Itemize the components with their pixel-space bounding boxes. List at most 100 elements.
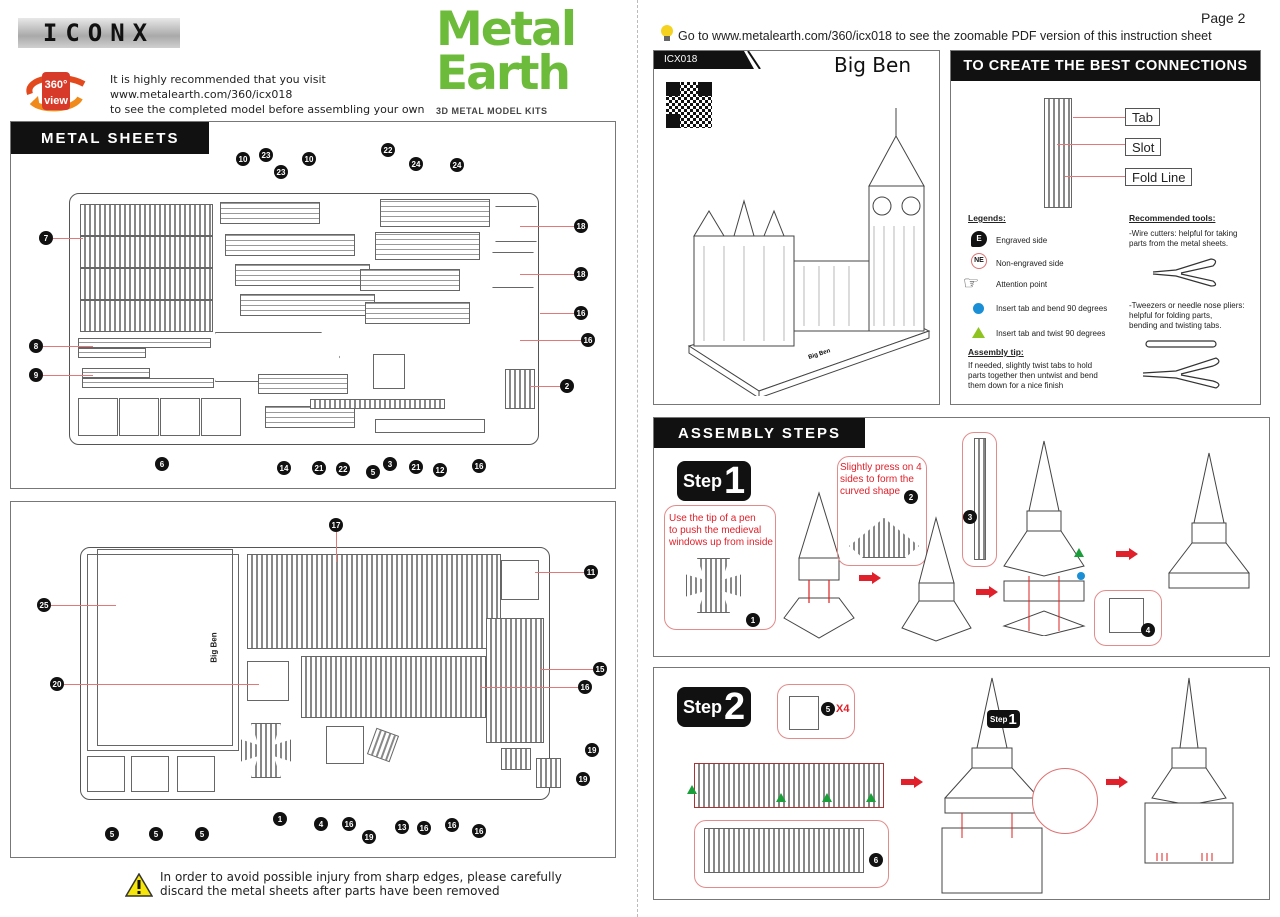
leader-line <box>336 532 337 562</box>
note-line: Use the tip of a pen <box>669 513 756 524</box>
leader-line <box>480 687 578 688</box>
big-ben-model-illustration: Big Ben <box>687 108 931 396</box>
part-20-panel <box>247 661 289 701</box>
assembly-tip-text: If needed, slightly twist tabs to hold p… <box>968 361 1098 391</box>
recommend-url[interactable]: www.metalearth.com/360/icx018 <box>110 88 293 101</box>
leader-line <box>535 572 584 573</box>
callout-22: 22 <box>381 143 395 157</box>
pliers-detail-circle <box>1032 768 1098 834</box>
part-5-frame <box>177 756 215 792</box>
part-24-strip <box>380 199 490 227</box>
callout-9: 9 <box>29 368 43 382</box>
metal-sheets-title: METAL SHEETS <box>11 122 210 154</box>
part-10-strip <box>220 202 320 224</box>
part-10-strip <box>225 234 355 256</box>
non-engraved-side-icon: NE <box>971 253 987 269</box>
tip-line: them down for a nice finish <box>968 381 1064 390</box>
callout-10: 10 <box>302 152 316 166</box>
callout-16: 16 <box>472 824 486 838</box>
leader-line <box>64 684 259 685</box>
model-info-panel: ICX018 Big Ben Big Ben <box>653 50 940 405</box>
green-triangle-icon <box>866 793 876 802</box>
arrow-right-icon <box>1116 548 1138 560</box>
step-1-note-box-1 <box>664 505 776 630</box>
leader-line <box>540 669 593 670</box>
callout-21: 21 <box>312 461 326 475</box>
part-1-cross <box>241 723 291 778</box>
part-6-box <box>694 820 889 888</box>
attention-hand-icon: ☞ <box>963 273 980 293</box>
step-1-note-2: Slightly press on 4 sides to form the cu… <box>840 462 922 498</box>
callout-1: 1 <box>746 613 760 627</box>
step-word: Step <box>683 696 723 717</box>
callout-10: 10 <box>236 152 250 166</box>
recommendation-text: It is highly recommended that you visit … <box>110 72 425 117</box>
metal-earth-logo: Metal Earth 3D METAL MODEL KITS <box>436 6 577 116</box>
part-23-strip <box>235 264 370 286</box>
tools-heading: Recommended tools: <box>1129 213 1216 223</box>
part-7-panel <box>80 300 213 332</box>
callout-5: 5 <box>149 827 163 841</box>
page-divider <box>637 0 638 917</box>
part-25-base <box>87 554 239 751</box>
callout-4: 4 <box>314 817 328 831</box>
tool-line: -Tweezers or needle nose pliers: <box>1129 301 1245 310</box>
part-23-strip <box>240 294 375 316</box>
callout-15: 15 <box>593 662 607 676</box>
note-line: sides to form the <box>840 474 914 485</box>
tool-line: bending and twisting tabs. <box>1129 321 1222 330</box>
warning-line: In order to avoid possible injury from s… <box>160 870 562 884</box>
leader-line <box>1073 117 1125 118</box>
callout-17: 17 <box>329 518 343 532</box>
part-9-strip <box>82 368 150 378</box>
part-21-strip <box>258 374 348 394</box>
part-7-panel <box>80 204 213 236</box>
step-word: Step <box>683 470 723 491</box>
leader-line <box>520 274 574 275</box>
assembly-tip-heading: Assembly tip: <box>968 347 1024 357</box>
slot-label: Slot <box>1125 138 1162 156</box>
callout-20: 20 <box>50 677 64 691</box>
leader-line <box>1057 144 1125 145</box>
callout-6: 6 <box>869 853 883 867</box>
wall-strip-with-frames <box>694 763 884 808</box>
part-8-strip <box>78 338 211 348</box>
model-name: Big Ben <box>833 53 911 77</box>
arrow-right-icon <box>976 586 998 598</box>
callout-12: 12 <box>433 463 447 477</box>
metal-sheet-panel-1: METAL SHEETS <box>10 121 616 489</box>
callout-24: 24 <box>450 158 464 172</box>
leader-line <box>520 226 574 227</box>
callout-4: 4 <box>1141 623 1155 637</box>
spire-illustration <box>901 516 972 642</box>
part-4-box <box>1094 590 1162 646</box>
part-11-frame <box>501 560 539 600</box>
pdf-link-text[interactable]: Go to www.metalearth.com/360/icx018 to s… <box>678 29 1212 43</box>
tower-complete-illustration <box>1144 677 1234 864</box>
legend-text: Insert tab and twist 90 degrees <box>996 329 1106 338</box>
callout-5: 5 <box>105 827 119 841</box>
code-tag-slash <box>732 51 761 69</box>
callout-5: 5 <box>366 465 380 479</box>
part-19-panel <box>501 748 531 770</box>
note-line: windows up from inside <box>669 537 773 548</box>
fold-line-label: Fold Line <box>1125 168 1193 186</box>
connections-panel: TO CREATE THE BEST CONNECTIONS Tab Slot … <box>950 50 1261 405</box>
spire-assembly-illustration <box>783 491 855 639</box>
metal-sheet-1-outline <box>69 193 539 445</box>
note-line: Slightly press on 4 <box>840 462 922 473</box>
view360-bottom: view <box>44 95 68 107</box>
part-6-panel <box>119 398 159 436</box>
step-1-note-1: Use the tip of a pen to push the medieva… <box>669 513 773 549</box>
callout-18: 18 <box>574 219 588 233</box>
page-number: Page 2 <box>1201 10 1246 26</box>
part-5-illustration <box>789 696 819 730</box>
callout-18: 18 <box>574 267 588 281</box>
callout-16: 16 <box>445 818 459 832</box>
qr-code[interactable] <box>666 82 712 128</box>
leader-line <box>53 238 83 239</box>
part-19-panel <box>536 758 561 788</box>
part-13-wall <box>301 656 486 718</box>
